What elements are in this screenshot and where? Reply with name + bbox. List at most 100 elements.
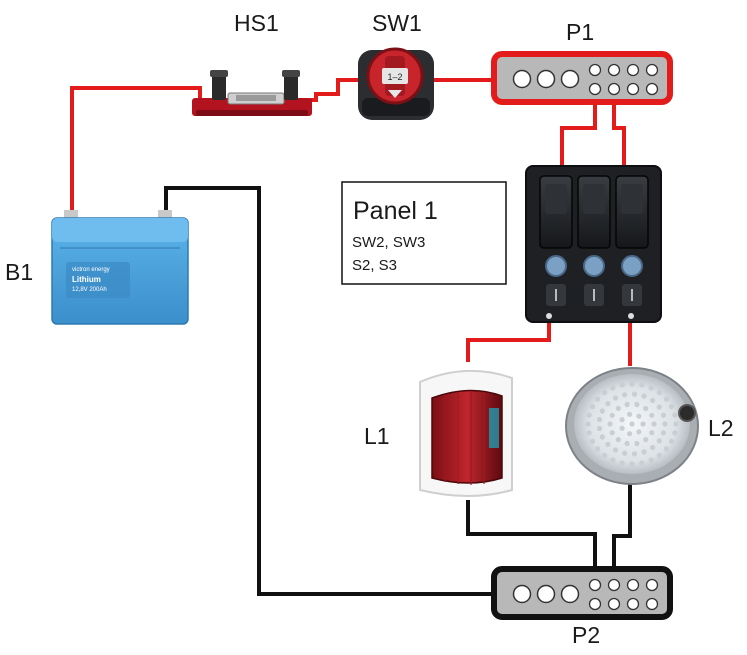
negative-wires bbox=[164, 186, 632, 596]
led-dot bbox=[596, 416, 603, 423]
cabin-light-l2: L2 bbox=[565, 367, 734, 485]
led-dot bbox=[622, 450, 628, 456]
hs1-label: HS1 bbox=[234, 10, 279, 36]
wire-hs1-to-sw1 bbox=[310, 78, 358, 102]
fuse-stud-left bbox=[212, 74, 226, 100]
p1-screw bbox=[645, 63, 659, 77]
p2-screw bbox=[607, 578, 621, 592]
l1-label: L1 bbox=[364, 423, 390, 449]
led-dot bbox=[595, 446, 601, 452]
sw1-label: SW1 bbox=[372, 10, 422, 36]
led-dot bbox=[636, 429, 642, 435]
l2-label: L2 bbox=[708, 415, 734, 441]
p1-screw bbox=[607, 82, 621, 96]
led-dot bbox=[605, 441, 611, 447]
p2-screw bbox=[626, 597, 640, 611]
led-dot bbox=[640, 421, 646, 427]
led-dot bbox=[602, 390, 608, 396]
p1-stud bbox=[512, 69, 532, 89]
breaker-button bbox=[621, 255, 643, 277]
p1-screw bbox=[607, 63, 621, 77]
p1-screw bbox=[588, 63, 602, 77]
led-dot bbox=[595, 396, 601, 402]
led-dot bbox=[627, 411, 633, 417]
led-dot bbox=[673, 421, 679, 427]
p2-screw bbox=[626, 578, 640, 592]
led-dot bbox=[589, 438, 596, 444]
led-dot bbox=[662, 421, 668, 427]
led-dot bbox=[672, 412, 678, 418]
led-dot bbox=[607, 421, 613, 427]
p1-stud bbox=[560, 69, 580, 89]
led-dot bbox=[672, 430, 678, 436]
p2-stud bbox=[536, 584, 556, 604]
led-dot bbox=[589, 404, 596, 410]
p2-screw bbox=[588, 597, 602, 611]
p1-label: P1 bbox=[566, 19, 594, 45]
led-dot bbox=[596, 425, 603, 432]
led-dot bbox=[631, 451, 638, 457]
rocker-switch bbox=[577, 175, 611, 249]
led-dot bbox=[656, 404, 662, 410]
led-dot bbox=[622, 392, 628, 398]
led-dot bbox=[627, 431, 633, 437]
p1-screw bbox=[645, 82, 659, 96]
p1-stud bbox=[536, 69, 556, 89]
wire-b1-to-hs1 bbox=[70, 86, 202, 214]
led-dot bbox=[660, 430, 667, 436]
led-dot bbox=[656, 452, 663, 458]
led-dot bbox=[656, 390, 663, 396]
positive-bus-p1: P1 bbox=[491, 19, 673, 105]
led-dot bbox=[629, 461, 635, 467]
rocker-switch bbox=[615, 175, 649, 249]
wire-l2-to-p2 bbox=[612, 480, 632, 584]
p1-screw bbox=[588, 82, 602, 96]
p2-screw bbox=[588, 578, 602, 592]
breaker-button bbox=[583, 255, 605, 277]
battery-brand: victron energy bbox=[72, 267, 110, 273]
led-dot bbox=[660, 412, 667, 418]
led-dot bbox=[619, 425, 625, 431]
led-dot bbox=[629, 421, 635, 427]
negative-bus-p2: P2 bbox=[491, 566, 673, 648]
led-dot bbox=[624, 440, 630, 447]
wire-p1-to-panel-left bbox=[560, 90, 597, 168]
p2-screw bbox=[607, 597, 621, 611]
led-dot bbox=[650, 397, 656, 404]
led-dot bbox=[619, 460, 625, 466]
led-dot bbox=[656, 438, 662, 444]
positive-wires bbox=[70, 78, 632, 366]
led-dot bbox=[609, 430, 615, 436]
led-dot bbox=[615, 437, 621, 443]
led-dot bbox=[624, 401, 630, 408]
led-dot bbox=[651, 421, 657, 427]
led-dot bbox=[641, 393, 647, 399]
led-dot bbox=[634, 401, 640, 408]
nav-light-l1: L1 bbox=[364, 369, 513, 497]
wire-l1-to-p2 bbox=[466, 500, 597, 584]
led-dot bbox=[629, 381, 635, 387]
led-dot bbox=[619, 417, 625, 423]
led-dot bbox=[619, 382, 625, 388]
wire-panel-to-l1 bbox=[466, 318, 551, 362]
led-dot bbox=[610, 457, 616, 463]
led-dot bbox=[586, 412, 592, 418]
led-dot bbox=[649, 412, 655, 418]
wire-p1-to-panel-right bbox=[612, 90, 626, 168]
led-dot bbox=[615, 405, 621, 411]
led-dot bbox=[650, 444, 656, 451]
led-dot bbox=[605, 401, 611, 407]
switch-panel-icon bbox=[525, 165, 662, 323]
p2-label: P2 bbox=[572, 622, 600, 648]
led-dot bbox=[639, 460, 645, 466]
led-dot bbox=[631, 391, 638, 397]
panel-note: Panel 1 SW2, SW3 S2, S3 bbox=[341, 181, 507, 285]
note-title: Panel 1 bbox=[353, 197, 438, 225]
led-dot bbox=[663, 396, 670, 402]
rocker-switch bbox=[539, 175, 573, 249]
breaker-button bbox=[545, 255, 567, 277]
led-dot bbox=[648, 385, 654, 391]
led-dot bbox=[586, 430, 592, 436]
battery-type: Lithium bbox=[72, 275, 101, 284]
